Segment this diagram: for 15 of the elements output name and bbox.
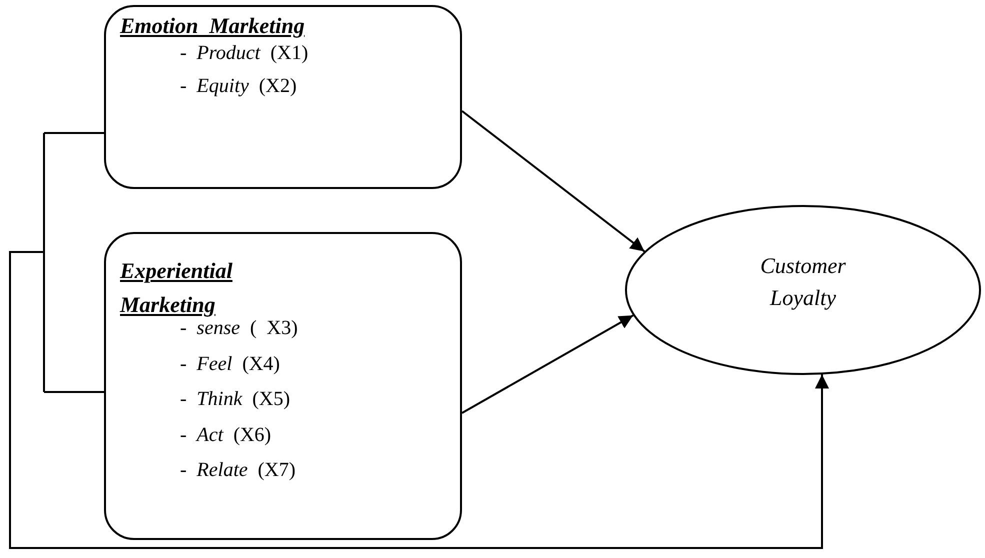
box-heading: Experiential Marketing [120, 257, 234, 319]
list-item: - Product (X1) [180, 41, 308, 65]
list-item: - Relate (X7) [180, 458, 296, 482]
list-item: - Think (X5) [180, 387, 290, 411]
list-item: - Equity (X2) [180, 74, 297, 98]
box-heading: Emotion Marketing [120, 13, 306, 39]
list-item: - sense ( X3) [180, 317, 298, 340]
list-item: - Feel (X4) [180, 352, 280, 376]
arrow [9, 132, 829, 549]
list-item: - Act (X6) [180, 422, 272, 446]
node-label: Customer Loyalty [759, 252, 847, 312]
concept-box [104, 232, 462, 540]
arrow [461, 110, 646, 252]
concept-box [104, 5, 462, 189]
arrow [462, 314, 634, 414]
